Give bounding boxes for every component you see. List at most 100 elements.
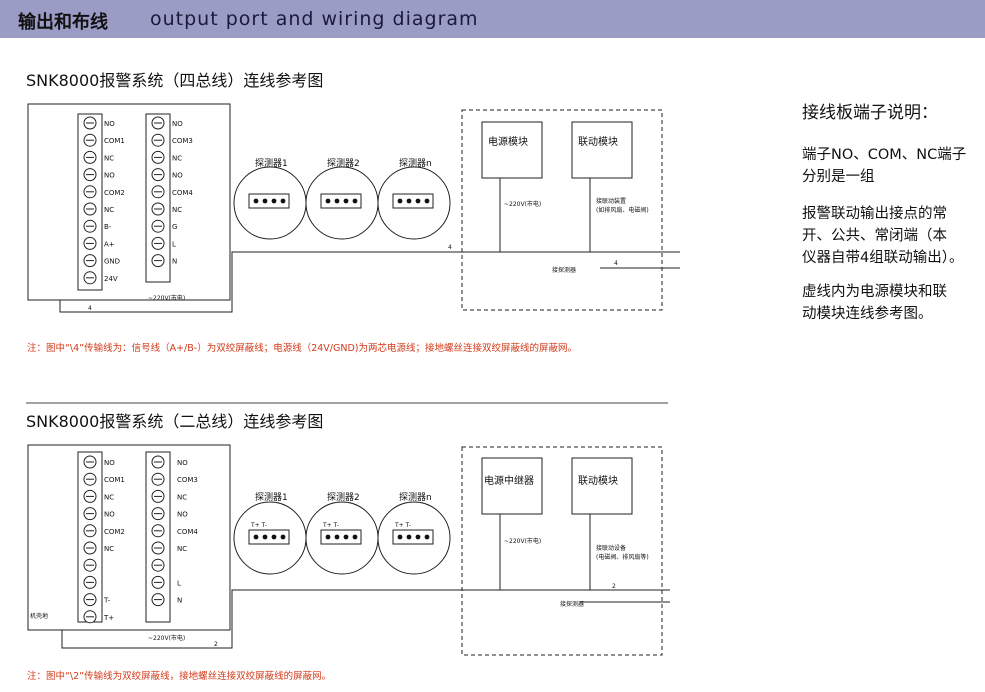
s2-wire-count: 2	[214, 641, 218, 648]
detector-terminal-dot	[325, 198, 331, 204]
s1-terminal-screws	[83, 116, 165, 285]
section1-note: 注：图中“\4”传输线为：信号线（A+/B-）为双绞屏蔽线；电源线（24V/GN…	[27, 343, 577, 354]
terminal-label: NC	[177, 493, 187, 501]
terminal-label: COM4	[172, 189, 193, 197]
header-title-en: output port and wiring diagram	[150, 8, 479, 30]
terminal-label: NC	[177, 545, 187, 553]
terminal-label: GND	[104, 258, 120, 266]
side-panel-paragraph-1: 端子NO、COM、NC端子 分别是一组	[802, 144, 966, 188]
detector-terminal-dot	[280, 534, 286, 540]
s1-right-terminal-block	[145, 113, 171, 283]
detector-terminal-dot	[415, 534, 421, 540]
terminal-label: NC	[104, 206, 114, 214]
s2-detector-label: 探测器1	[255, 491, 288, 503]
terminal-label: NO	[104, 120, 115, 128]
side-panel-line: 仪器自带4组联动输出）。	[802, 250, 964, 266]
s1-wire-count: 4	[614, 260, 618, 267]
terminal-label: COM1	[104, 137, 125, 145]
s2-detector-2-terminal	[320, 529, 362, 545]
s2-link-module-box	[571, 457, 633, 515]
s1-detector-1-terminal	[248, 193, 290, 209]
header-bar: 输出和布线 output port and wiring diagram	[0, 0, 985, 38]
detector-terminal-dot	[424, 534, 430, 540]
detector-terminal-dot	[271, 198, 277, 204]
s2-detector-2	[305, 501, 379, 575]
s1-connect-detector-label: 接探测器	[552, 266, 576, 274]
s2-detector-pins: T+ T-	[394, 522, 411, 529]
s1-detector-1	[233, 166, 307, 240]
s1-link-module-box	[571, 121, 633, 179]
terminal-label: NC	[172, 154, 182, 162]
detector-terminal-dot	[397, 198, 403, 204]
detector-terminal-dot	[253, 534, 259, 540]
terminal-label: A+	[104, 240, 115, 248]
s1-dashed-enclosure	[461, 109, 663, 311]
s2-detector-1	[233, 501, 307, 575]
side-panel-paragraph-2: 报警联动输出接点的常 开、公共、常闭端（本 仪器自带4组联动输出）。	[802, 203, 963, 269]
s2-bus-line	[61, 589, 670, 649]
terminal-label: COM2	[104, 189, 125, 197]
s2-detector-n-terminal	[392, 529, 434, 545]
s1-detector-label: 探测器1	[255, 157, 288, 169]
terminal-label: COM4	[177, 528, 198, 536]
section2-note: 注：图中“\2”传输线为双绞屏蔽线，接地螺丝连接双绞屏蔽线的屏蔽网。	[27, 671, 332, 682]
detector-terminal-dot	[253, 198, 259, 204]
s2-supply-label: ~220V(市电)	[148, 634, 185, 642]
s2-detector-label: 探测器n	[399, 491, 432, 503]
s1-detector-label: 探测器n	[399, 157, 432, 169]
s1-wire-count: 4	[88, 305, 92, 312]
detector-terminal-dot	[343, 534, 349, 540]
terminal-label: T-	[103, 597, 111, 605]
s2-dashed-enclosure	[461, 446, 663, 656]
s1-power-module-label: 电源模块	[488, 135, 528, 148]
terminal-label: NO	[104, 459, 115, 467]
detector-terminal-dot	[325, 534, 331, 540]
side-panel-line: 报警联动输出接点的常	[802, 206, 947, 222]
side-panel-line: 开、公共、常闭端（本	[802, 228, 947, 244]
side-panel-line: 端子NO、COM、NC端子	[802, 147, 967, 163]
terminal-label: COM2	[104, 528, 125, 536]
terminal-label: L	[172, 240, 176, 248]
terminal-label: NO	[172, 172, 183, 180]
terminal-label: COM3	[177, 476, 198, 484]
s2-controller-outline	[27, 444, 231, 631]
s2-link-device-sub: (电磁阀、排风扇等)	[596, 553, 649, 561]
terminal-label: L	[177, 579, 181, 587]
terminal-label: COM3	[172, 137, 193, 145]
terminal-label: G	[172, 223, 177, 231]
side-panel-line: 分别是一组	[802, 169, 875, 185]
detector-terminal-dot	[352, 198, 358, 204]
s2-link-device-label: 接联动设备	[596, 544, 626, 552]
s1-wire-count: 4	[448, 244, 452, 251]
s1-bus-line	[59, 251, 470, 313]
terminal-label: NO	[104, 172, 115, 180]
terminal-label: B-	[104, 223, 112, 231]
s1-supply-box-label: ~220V(市电)	[504, 200, 541, 208]
detector-terminal-dot	[352, 534, 358, 540]
terminal-label: NC	[104, 493, 114, 501]
detector-terminal-dot	[262, 534, 268, 540]
side-panel-heading: 接线板端子说明：	[802, 103, 938, 123]
detector-terminal-dot	[415, 198, 421, 204]
terminal-label: COM1	[104, 476, 125, 484]
detector-terminal-dot	[334, 198, 340, 204]
s2-detector-n	[377, 501, 451, 575]
s1-detector-2	[305, 166, 379, 240]
s2-detector-label: 探测器2	[327, 491, 360, 503]
s2-power-module-box	[481, 457, 543, 515]
terminal-label: NO	[172, 120, 183, 128]
s2-link-module-label: 联动模块	[578, 475, 618, 487]
side-panel-paragraph-3: 虚线内为电源模块和联 动模块连线参考图。	[802, 281, 947, 325]
side-panel-line: 动模块连线参考图。	[802, 306, 933, 322]
terminal-label: N	[177, 597, 182, 605]
section1-title: SNK8000报警系统（四总线）连线参考图	[26, 71, 324, 90]
s1-left-terminal-block	[77, 113, 103, 291]
detector-terminal-dot	[343, 198, 349, 204]
header-title-cn: 输出和布线	[18, 12, 108, 33]
detector-terminal-dot	[406, 534, 412, 540]
terminal-label: N	[172, 258, 177, 266]
s1-detector-n-terminal	[392, 193, 434, 209]
